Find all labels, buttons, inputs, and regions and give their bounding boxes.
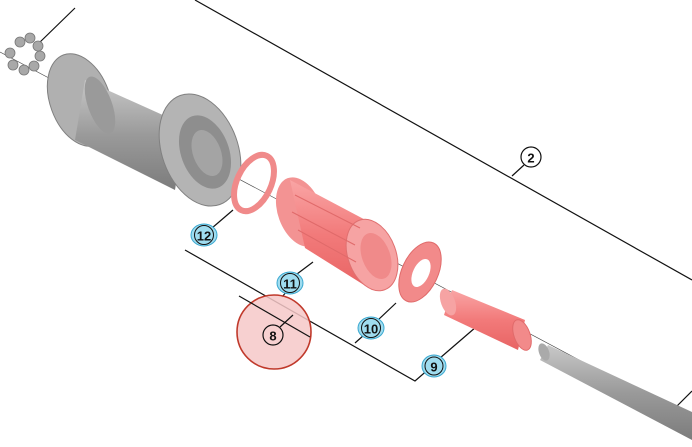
part-11-freehub-body[interactable]	[267, 171, 407, 298]
callout-9[interactable]: 9	[421, 354, 447, 378]
callout-2[interactable]: 2	[520, 146, 542, 168]
callout-11[interactable]: 11	[276, 271, 304, 295]
callout-10-label: 10	[364, 322, 378, 337]
callout-9-label: 9	[430, 360, 437, 375]
part-12-ring[interactable]	[226, 149, 282, 218]
part-10-washer[interactable]	[390, 235, 450, 308]
part-9-spacer[interactable]	[437, 286, 535, 352]
callout-8[interactable]: 8	[262, 324, 284, 346]
callout-2-label: 2	[527, 151, 534, 166]
callout-12-label: 12	[197, 229, 211, 244]
selected-part-8-highlight[interactable]	[236, 294, 312, 370]
hub-shell	[46, 53, 242, 207]
callout-10[interactable]: 10	[357, 316, 385, 340]
ball-bearings	[4, 32, 46, 76]
leader-lines	[37, 0, 692, 412]
callout-12[interactable]: 12	[190, 223, 218, 247]
callout-11-label: 11	[283, 277, 297, 292]
callout-8-label: 8	[269, 329, 276, 344]
axle	[538, 343, 692, 440]
